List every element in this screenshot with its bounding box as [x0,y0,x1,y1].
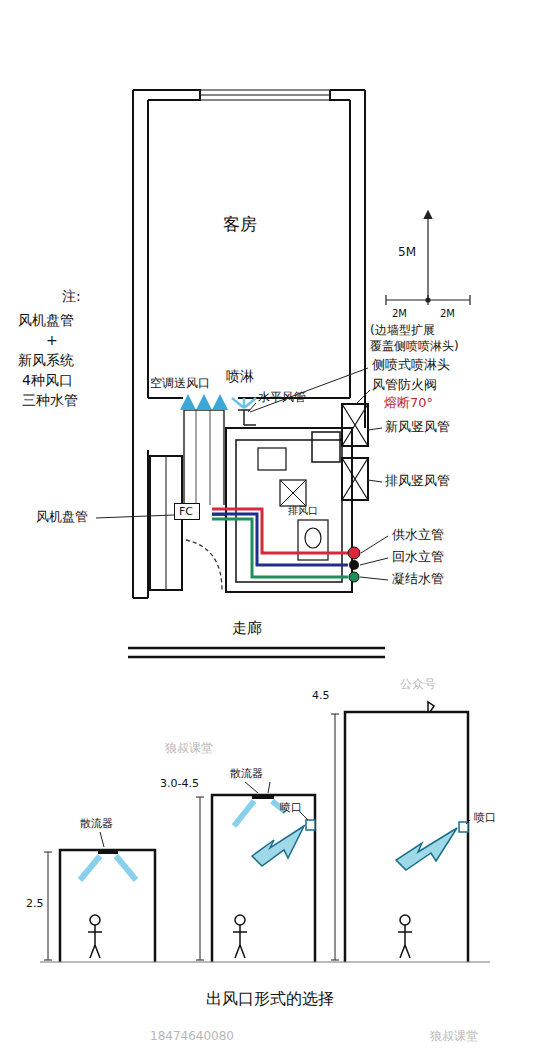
dimension: 4.5 [312,690,330,703]
pipe-label: 回水立管 [392,550,444,565]
pipe-label: 供水立管 [392,528,444,543]
nozzle-label: 喷口 [474,812,496,825]
note-line: 三种水管 [22,392,78,408]
dimension-lines [44,714,339,960]
duct-label: 水平风管 [258,391,306,405]
node-label: FC [179,505,195,518]
supply-air-arrows [188,398,220,408]
pipe-risers [348,536,388,582]
annotation: 侧喷式喷淋头 [372,358,450,373]
diffuser-label: 散流器 [80,818,113,831]
watermark: 狼叔课堂 [430,1030,478,1044]
dimension: 2.5 [26,898,44,911]
annotation: 新风竖风管 [385,420,450,435]
note-line: 4种风口 [22,372,73,388]
diffuser-label: 散流器 [230,768,263,781]
dimension: 3.0-4.5 [160,778,199,791]
annotation: 排风竖风管 [385,474,450,489]
scale-bar [386,212,470,305]
ceiling-break [428,702,434,712]
annotation: (边墙型扩展 [370,324,435,338]
human-figures [88,915,412,958]
watermark: 公众号 [400,678,436,692]
walls [128,90,385,657]
annotation: 熔断70° [384,396,433,411]
note-line: 新风系统 [18,352,74,368]
sprinkler-label: 喷淋 [226,368,254,384]
scale-label: 5M [398,246,416,260]
part-label: 风机盘管 [36,510,88,525]
nozzle-label: 喷口 [280,802,302,815]
outlet-label: 空调送风口 [150,377,210,391]
scale-label: 2M [392,308,407,320]
guest-room: 客房 [149,101,349,397]
water-pipes [212,509,348,577]
caption: 出风口形式的选择 [206,990,334,1008]
room-sections [40,712,490,962]
fan-coil-unit: FC [174,503,200,520]
corridor-label: 走廊 [232,620,262,637]
part-label: 排风口 [288,505,318,517]
watermark: 狼叔课堂 [165,742,213,756]
note-line: + [46,332,58,348]
annotation: 风管防火阀 [372,378,437,393]
annotation: 覆盖侧喷喷淋头) [370,340,459,354]
note-line: 风机盘管 [18,312,74,328]
pipe-label: 凝结水管 [392,572,444,587]
nozzle-jets [252,812,470,870]
scale-label: 2M [440,308,455,320]
note-heading: 注: [62,288,81,304]
leader-lines [96,368,382,518]
diffusers [80,782,286,880]
watermark: 18474640080 [150,1030,234,1044]
door-swing [186,540,222,590]
supply-duct [184,410,226,515]
node-label: 客房 [223,213,257,236]
